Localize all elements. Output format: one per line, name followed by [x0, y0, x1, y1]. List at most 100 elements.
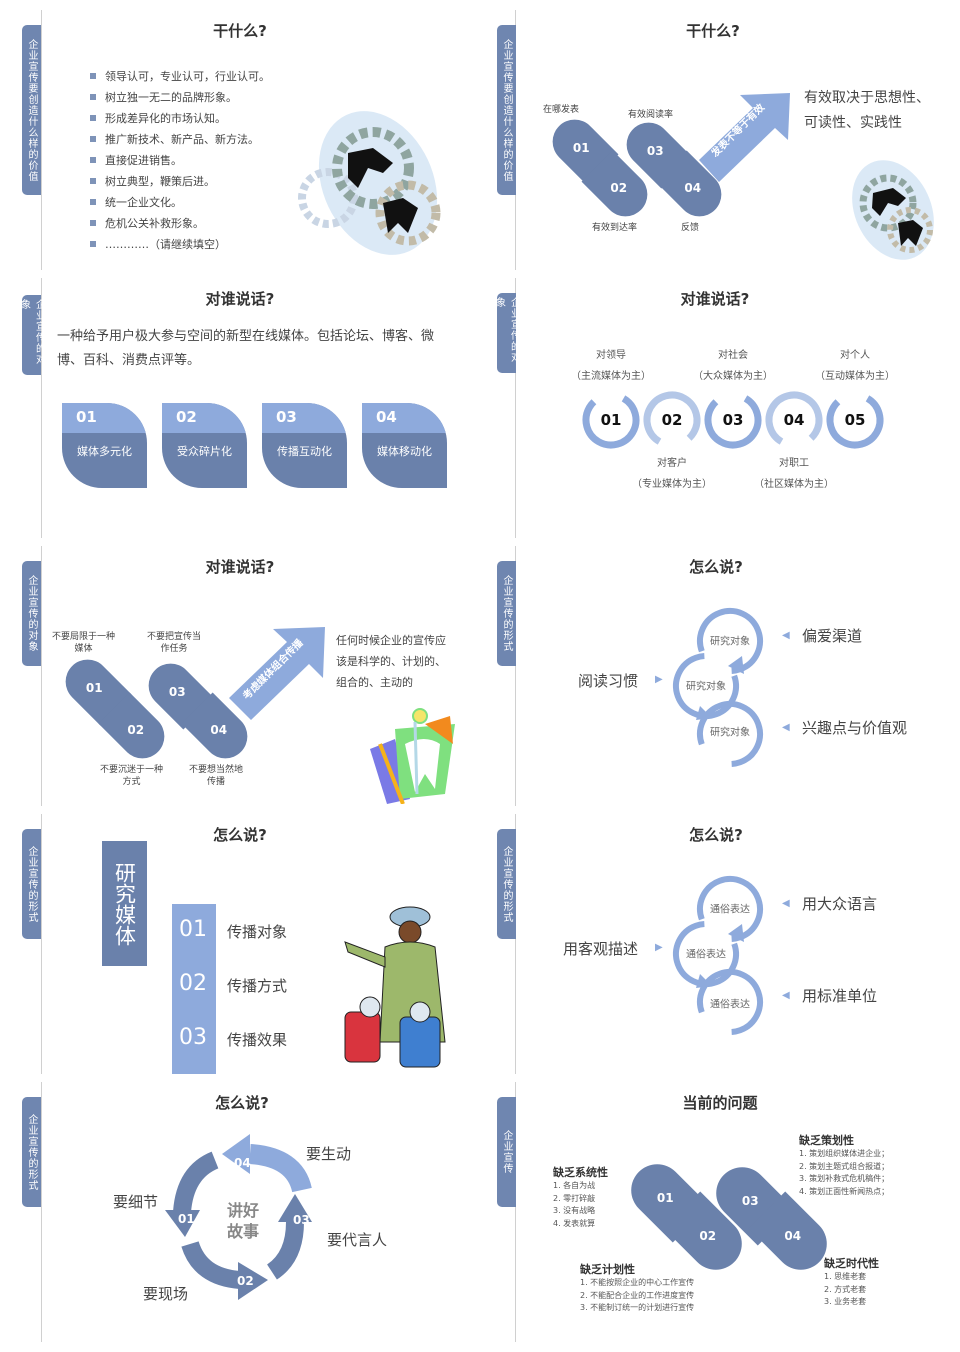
step-number: 02: [237, 1274, 254, 1288]
slide-title: 怎么说?: [689, 826, 743, 844]
slide-title: 对谁说话?: [680, 290, 750, 308]
triangle-left-icon: ◀: [782, 630, 790, 641]
bullet-item: 树立独一无二的品牌形象。: [90, 89, 237, 105]
bullet-item: 统一企业文化。: [90, 194, 182, 210]
bullet-item: 领导认可，专业认可，行业认可。: [90, 68, 270, 84]
dental-tools-illustration: [370, 708, 455, 804]
ring-01: [582, 391, 640, 449]
section-tab: 企业宣传的对象: [19, 295, 45, 375]
section-tab: 企业宣传的形式: [22, 829, 41, 939]
step-label: 不要把宣传当作任务: [147, 632, 202, 654]
step-label: 不要沉迷于一种方式: [100, 765, 164, 787]
section-tab: 企业宣传的对象: [494, 293, 520, 373]
step-label: 不要想当然地传播: [189, 765, 244, 787]
audience-label: 对客户（专业媒体为主）: [632, 458, 712, 490]
loop-text: 研究对象: [710, 727, 750, 739]
step-label: 要现场: [143, 1285, 189, 1303]
divider: [515, 546, 516, 806]
divider: [41, 278, 42, 538]
divider: [41, 814, 42, 1074]
input-label: 阅读习惯: [578, 672, 639, 690]
slide-title: 干什么?: [686, 22, 740, 40]
audience-label: 对个人（互动媒体为主）: [815, 350, 895, 382]
audience-label: 对领导（主流媒体为主）: [571, 350, 651, 382]
item-number: 02: [179, 971, 207, 996]
slide-9: 企业宣传的形式 怎么说? 01 02 03 04 讲好故事 要细节 要现场 要代…: [0, 1072, 480, 1352]
output-label: 兴趣点与价值观: [802, 719, 908, 737]
divider: [41, 10, 42, 270]
step-label: 反馈: [681, 223, 700, 233]
step-number: 04: [234, 1156, 251, 1170]
item-number: 01: [179, 917, 207, 942]
output-label: 用标准单位: [802, 987, 878, 1005]
cycle-arrow-04: [249, 1144, 312, 1193]
triangle-left-icon: ◀: [782, 722, 790, 733]
story-cycle: [165, 1134, 312, 1300]
item-label: 传播对象: [227, 923, 288, 941]
section-tab: 企业宣传要创造什么样的价值: [22, 25, 41, 195]
section-tab: 企业宣传的形式: [497, 561, 516, 666]
input-label: 用客观描述: [563, 940, 639, 958]
triangle-right-icon: ▶: [655, 674, 663, 685]
bullet-item: 树立典型，鞭策后进。: [90, 173, 215, 189]
slide-7: 企业宣传的形式 怎么说? 研究媒体 01 02 03 传播对象 传播方式 传播效…: [0, 804, 480, 1074]
loop-text: 通俗表达: [710, 904, 750, 916]
growth-arrow: [699, 93, 790, 182]
slide-4: 企业宣传的对象 对谁说话? 01 02 03 04 05 对领导（主流媒体为主）…: [480, 268, 960, 538]
slide-6: 企业宣传的形式 怎么说? 阅读习惯 ▶ 研究对象 研究对象 研究对象 ◀ ◀ 偏…: [480, 536, 960, 806]
summary-line: 可读性、实践性: [804, 115, 902, 131]
slide-3: 企业宣传的对象 对谁说话? 一种给予用户极大参与空间的新型在线媒体。包括论坛、博…: [0, 268, 480, 538]
expression-loop: [673, 876, 764, 1035]
description-paragraph: 一种给予用户极大参与空间的新型在线媒体。包括论坛、博客、微博、百科、消费点评等。: [57, 329, 435, 368]
research-media-box: 研究媒体: [102, 841, 147, 966]
center-text: 讲好故事: [226, 1201, 259, 1241]
ring-number: 02: [661, 411, 683, 429]
slide-1: 企业宣传要创造什么样的价值 干什么? 领导认可，专业认可，行业认可。 树立独一无…: [0, 0, 480, 270]
loop-text: 通俗表达: [710, 999, 750, 1011]
divider: [515, 814, 516, 1074]
divider: [515, 1082, 516, 1342]
slide-title: 当前的问题: [682, 1094, 758, 1112]
item-number: 03: [179, 1025, 207, 1050]
growth-arrow: [229, 627, 325, 720]
step-label: 有效到达率: [592, 223, 638, 233]
business-gears-illustration: [852, 160, 934, 260]
audience-label: 对职工（社区媒体为主）: [754, 458, 834, 490]
bullet-item: 危机公关补救形象。: [90, 215, 204, 231]
research-loop: [673, 608, 764, 768]
summary-text: 任何时候企业的宣传应该是科学的、计划的、组合的、主动的: [336, 634, 446, 689]
triangle-left-icon: ◀: [782, 898, 790, 909]
step-label: 要代言人: [327, 1231, 388, 1249]
output-label: 偏爱渠道: [802, 627, 863, 645]
step-number: 01: [178, 1212, 195, 1226]
bullet-item: …………（请继续填空）: [90, 236, 226, 252]
divider: [41, 546, 42, 806]
summary-line: 有效取决于思想性、: [804, 90, 930, 106]
bullet-item: 直接促进销售。: [90, 152, 182, 168]
output-label: 用大众语言: [802, 895, 878, 913]
ring-number: 04: [783, 411, 805, 429]
audience-label: 对社会（大众媒体为主）: [693, 350, 773, 382]
ring-05: [826, 391, 884, 449]
cycle-arrow-01: [173, 1151, 219, 1213]
cycle-arrow-02: [181, 1240, 242, 1289]
step-label: 在哪发表: [543, 105, 580, 115]
slide-title: 怎么说?: [689, 558, 743, 576]
ring-number: 03: [722, 411, 744, 429]
ring-number: 05: [844, 411, 866, 429]
bullet-item: 推广新技术、新产品、新方法。: [90, 131, 259, 147]
ring-03: [704, 391, 762, 449]
step-label: 要细节: [113, 1193, 159, 1211]
ring-number: 01: [600, 411, 622, 429]
slide-title: 对谁说话?: [205, 290, 275, 308]
slide-title: 对谁说话?: [205, 558, 275, 576]
slide-5: 企业宣传的对象 对谁说话? 不要局限于一种媒体 不要把宣传当作任务 不要沉迷于一…: [0, 536, 480, 806]
item-label: 传播方式: [227, 977, 288, 995]
